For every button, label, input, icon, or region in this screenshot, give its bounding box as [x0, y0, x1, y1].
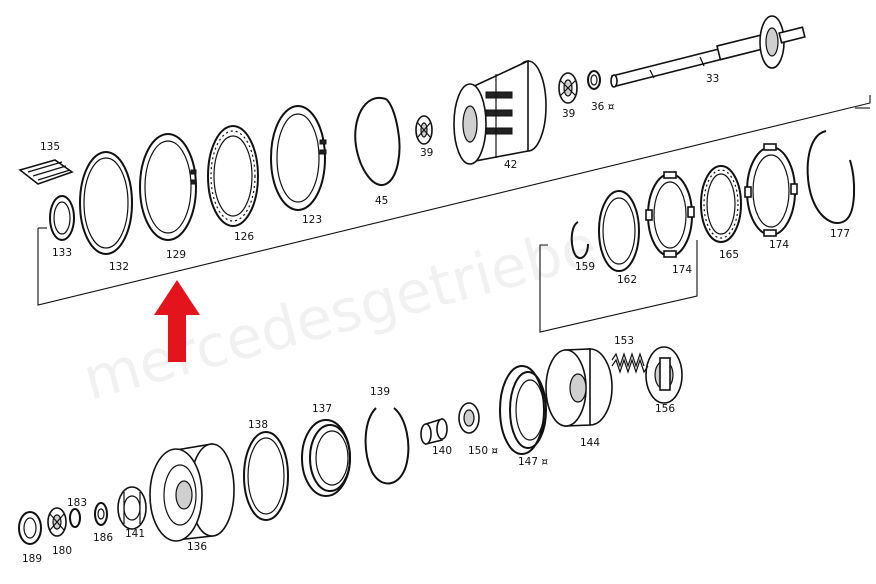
- part-137-seal-ring: [301, 419, 351, 497]
- label-174-left: 174: [672, 264, 692, 276]
- label-123: 123: [302, 214, 322, 226]
- upper-group-frame: [37, 95, 871, 306]
- part-141-roller-bearing: [117, 486, 147, 530]
- label-39-left: 39: [420, 147, 433, 159]
- part-136-housing: [149, 443, 235, 542]
- part-147-seal: [499, 365, 547, 455]
- part-162-ring: [598, 190, 640, 272]
- label-183: 183: [67, 497, 87, 509]
- part-189-ring: [18, 511, 42, 545]
- part-174-lug-plate-2: [645, 171, 695, 258]
- part-39-needle-bearing: [558, 72, 578, 104]
- label-42: 42: [504, 159, 517, 171]
- label-150: 150 ¤: [468, 445, 498, 457]
- label-136: 136: [187, 541, 207, 553]
- part-132-ring: [79, 151, 133, 255]
- part-159-snap-ring: [570, 221, 589, 260]
- part-144-piston: [545, 348, 613, 427]
- part-177-snap-ring: [806, 130, 856, 225]
- part-180-needle-bearing: [47, 507, 67, 537]
- label-129: 129: [166, 249, 186, 261]
- part-174-lug-plate: [744, 143, 798, 237]
- label-144: 144: [580, 437, 600, 449]
- label-139: 139: [370, 386, 390, 398]
- label-186: 186: [93, 532, 113, 544]
- part-133-ring: [49, 195, 75, 241]
- label-159: 159: [575, 261, 595, 273]
- part-33-shaft: [610, 15, 806, 88]
- part-39-needle-bearing-2: [415, 115, 433, 145]
- part-156-spring-retainer: [645, 346, 683, 404]
- label-138: 138: [248, 419, 268, 431]
- middle-group-frame: [539, 240, 698, 333]
- part-139-snap-ring: [364, 407, 410, 485]
- label-153: 153: [614, 335, 634, 347]
- part-123-pressure-plate: [270, 105, 327, 211]
- label-156: 156: [655, 403, 675, 415]
- watermark-text: mercedesgetriebe: [76, 211, 604, 413]
- label-177: 177: [830, 228, 850, 240]
- label-33: 33: [706, 73, 719, 85]
- label-147: 147 ¤: [518, 456, 548, 468]
- label-180: 180: [52, 545, 72, 557]
- label-126: 126: [234, 231, 254, 243]
- red-arrow-indicator: [154, 280, 200, 362]
- part-36-snap-ring: [587, 70, 601, 90]
- part-45-snap-ring: [354, 96, 401, 187]
- part-140-sleeve: [420, 417, 448, 446]
- label-174-right: 174: [769, 239, 789, 251]
- label-162: 162: [617, 274, 637, 286]
- label-132: 132: [109, 261, 129, 273]
- label-133: 133: [52, 247, 72, 259]
- part-129-steel-plate: [139, 133, 197, 241]
- part-135-spring-set: [18, 159, 74, 185]
- label-137: 137: [312, 403, 332, 415]
- part-150-bushing: [458, 402, 480, 434]
- label-45: 45: [375, 195, 388, 207]
- part-42-clutch-drum: [453, 59, 547, 165]
- label-189: 189: [22, 553, 42, 565]
- label-36: 36 ¤: [591, 101, 615, 113]
- part-153-spring: [611, 352, 649, 374]
- part-165-friction-disc: [700, 165, 742, 243]
- part-138-ring: [243, 431, 289, 521]
- label-165: 165: [719, 249, 739, 261]
- part-126-friction-disc: [207, 125, 259, 227]
- part-186-washer: [94, 502, 108, 526]
- label-135: 135: [40, 141, 60, 153]
- label-140: 140: [432, 445, 452, 457]
- label-141: 141: [125, 528, 145, 540]
- label-39-top: 39: [562, 108, 575, 120]
- part-183-washer: [69, 508, 81, 528]
